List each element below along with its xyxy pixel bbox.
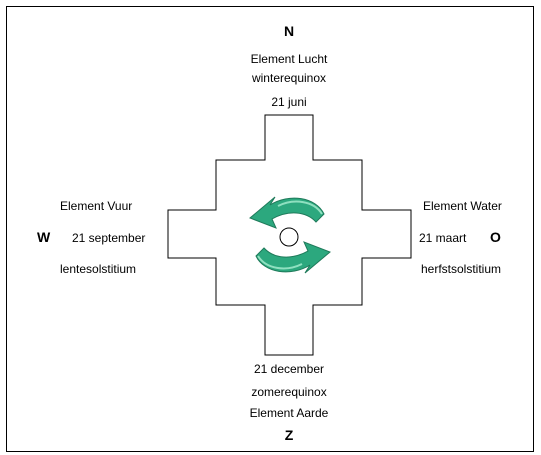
center-circle	[279, 227, 299, 247]
west-date: 21 september	[72, 231, 146, 245]
west-letter: W	[37, 229, 51, 245]
diagram-frame	[6, 6, 534, 452]
south-date: 21 december	[253, 362, 325, 376]
cycle-arrow-top-icon	[249, 196, 325, 229]
south-season: zomerequinox	[251, 385, 327, 399]
cycle-arrow-bottom-icon	[255, 241, 331, 274]
north-date: 21 juni	[271, 95, 307, 109]
east-date: 21 maart	[419, 231, 467, 245]
south-element: Element Aarde	[249, 406, 329, 420]
east-season: herfstsolstitium	[421, 262, 502, 276]
north-letter: N	[283, 23, 295, 39]
north-element: Element Lucht	[250, 52, 328, 66]
west-season: lentesolstitium	[60, 262, 137, 276]
east-element: Element Water	[423, 199, 502, 213]
west-element: Element Vuur	[60, 199, 133, 213]
east-letter: O	[490, 229, 501, 245]
north-season: winterequinox	[251, 71, 327, 85]
south-letter: Z	[284, 427, 294, 443]
